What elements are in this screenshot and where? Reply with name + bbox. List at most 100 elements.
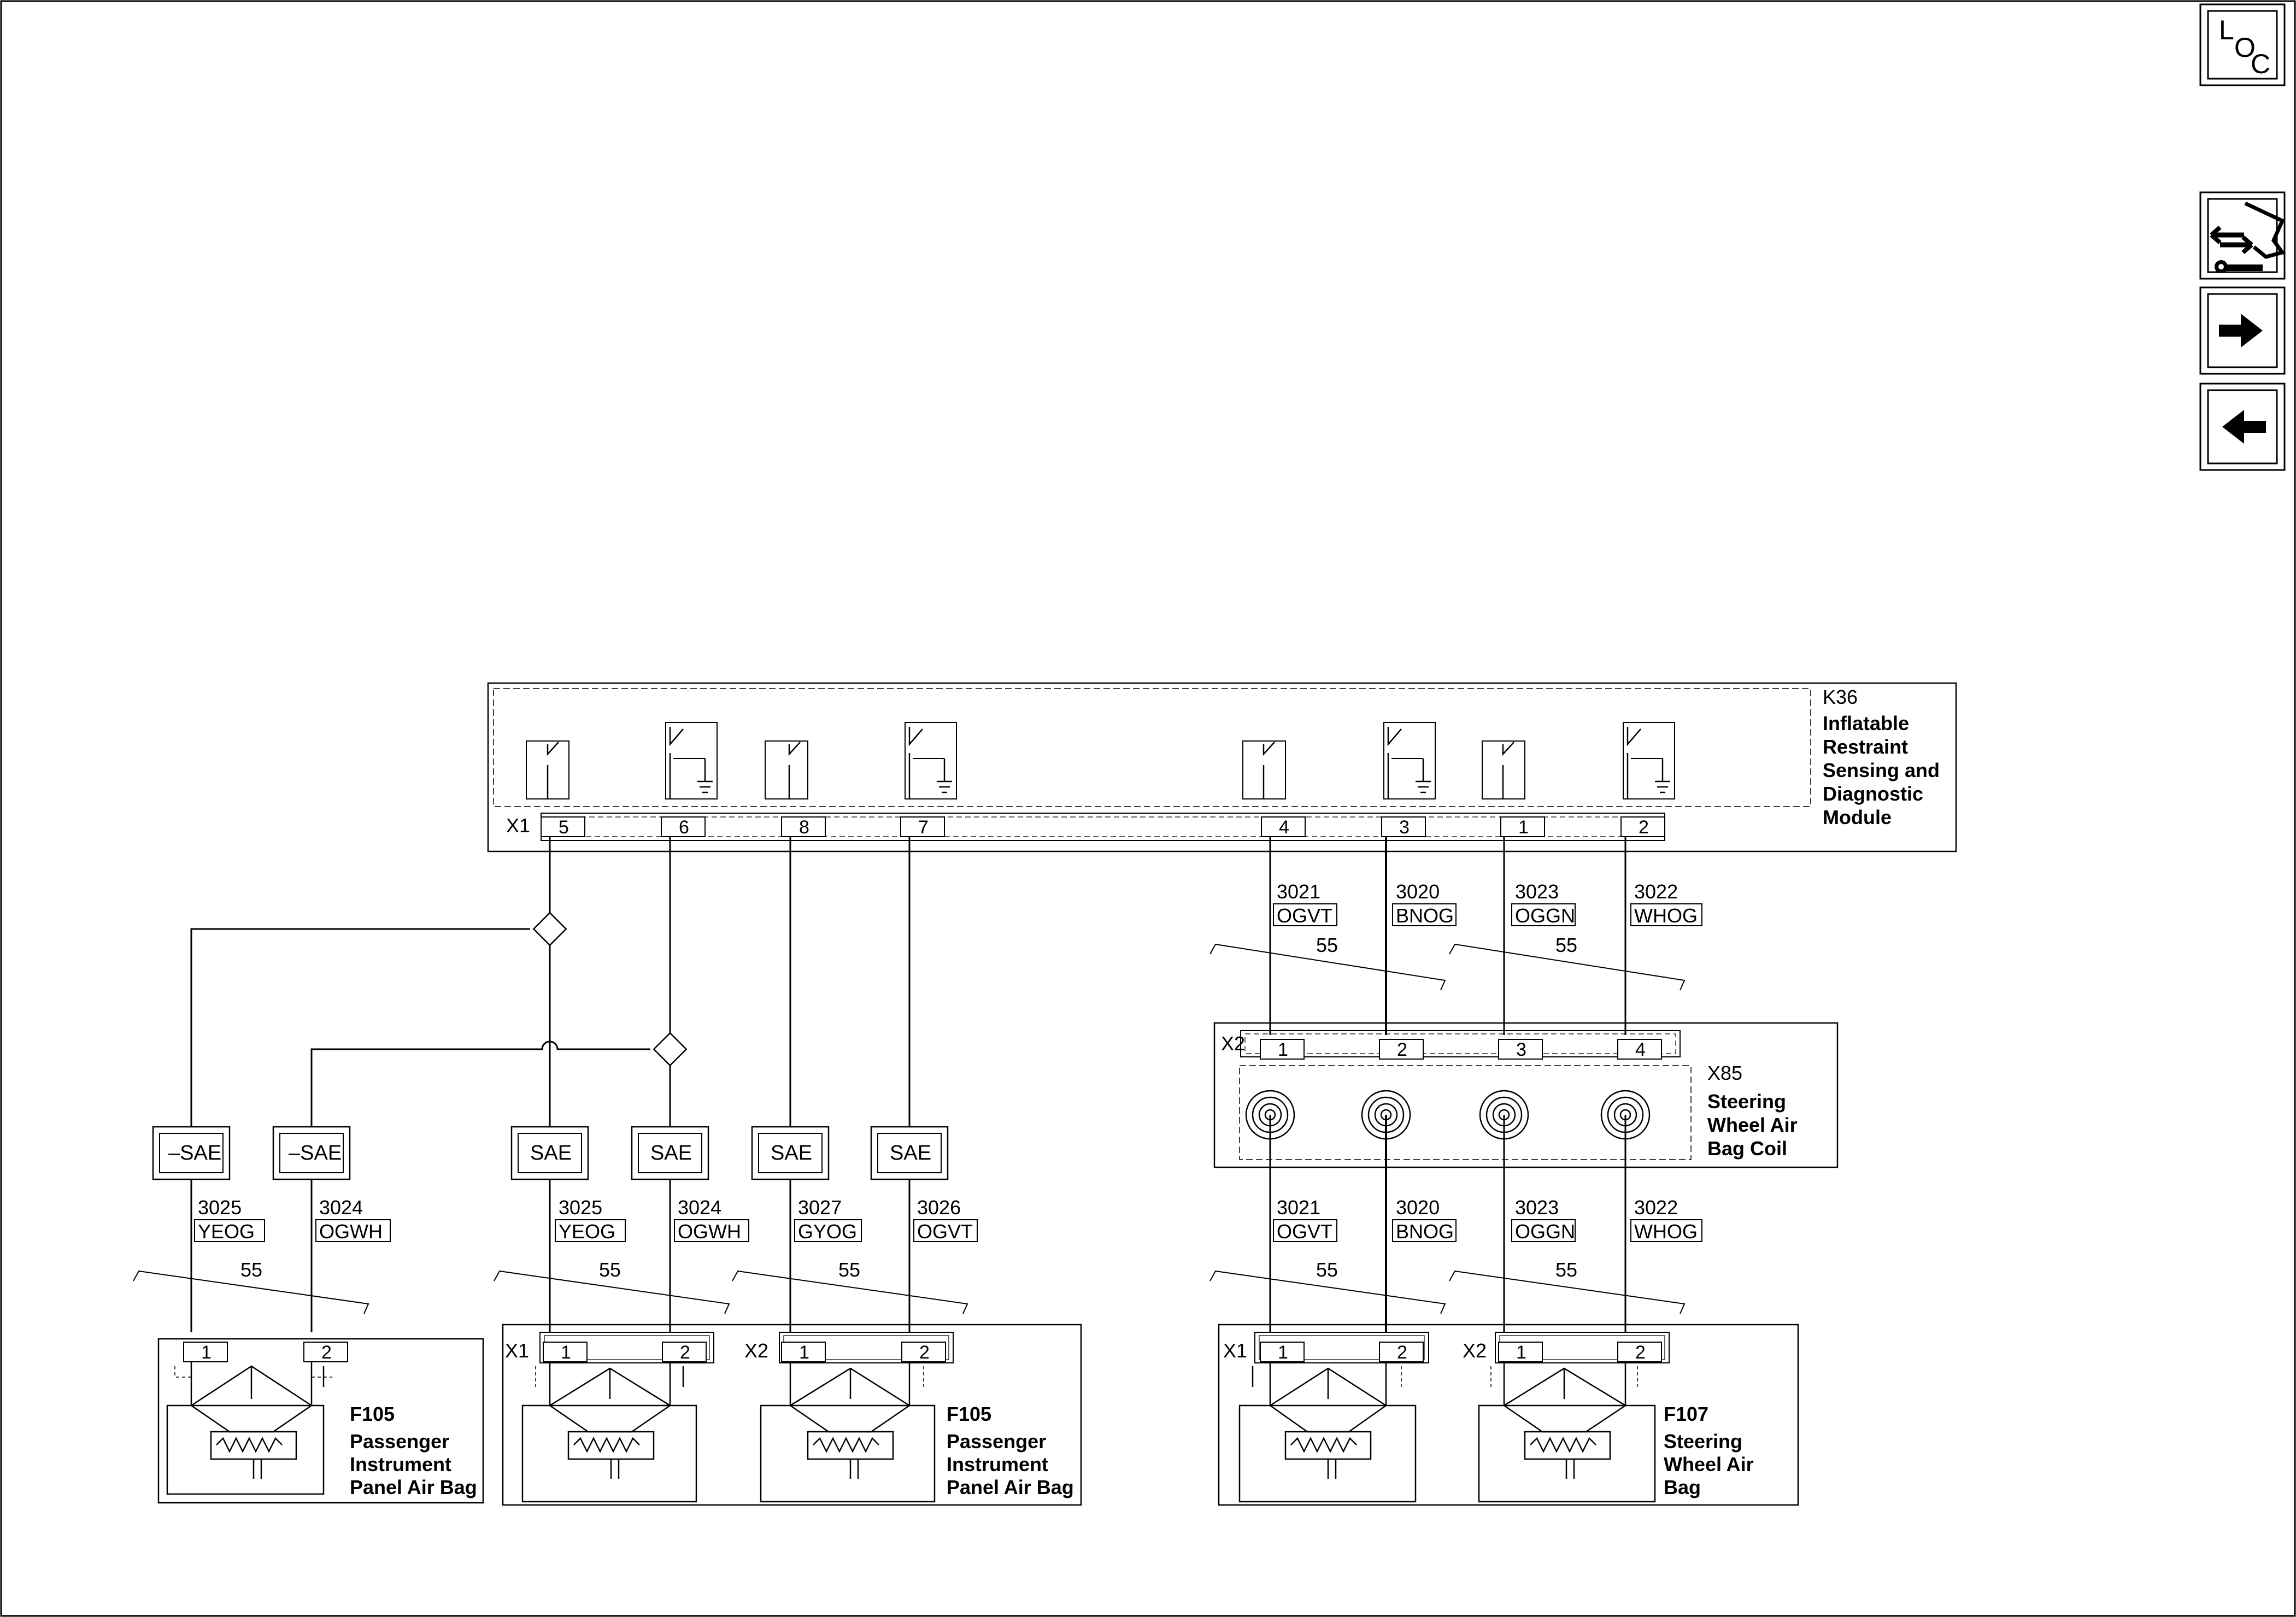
wire-color: WHOG — [1634, 904, 1698, 927]
sae-block: SAE — [631, 1126, 709, 1180]
svg-text:2: 2 — [1639, 817, 1649, 838]
sae-blocks: –SAE –SAE SAE SAE SAE SAE — [152, 1126, 949, 1180]
svg-text:4: 4 — [1635, 1039, 1646, 1060]
svg-text:3: 3 — [1516, 1039, 1526, 1060]
arrow-left-icon — [2222, 410, 2266, 444]
k36-switch-pin-1 — [1482, 740, 1525, 799]
bottom-wire-labels: 3025 YEOG 3024 OGWH 3025 YEOG 3024 OGWH … — [133, 1196, 1702, 1314]
component-view-button[interactable] — [2199, 191, 2286, 280]
airbag-squib-icon — [760, 1363, 936, 1503]
svg-text:4: 4 — [1279, 817, 1289, 838]
k36-switch-pin-2 — [1623, 722, 1675, 799]
f107-steering-wheel-airbag: X1 X2 1 2 1 2 F107 Steering Wheel Air Ba… — [1218, 1324, 1799, 1506]
x85-name-line-2: Wheel Air — [1707, 1114, 1798, 1136]
x85-name-line-3: Bag Coil — [1707, 1137, 1787, 1160]
wire-circuit: 3024 — [319, 1196, 363, 1219]
k36-switch-pin-7 — [905, 722, 957, 799]
k36-name-line-4: Diagnostic — [1823, 783, 1923, 805]
wire-color: YEOG — [559, 1220, 615, 1243]
wire-circuit: 3022 — [1634, 880, 1678, 903]
f107-pin: 2 — [1617, 1342, 1662, 1363]
wire-circuit: 3025 — [198, 1196, 242, 1219]
svg-text:5: 5 — [559, 817, 569, 838]
x85-coil-assembly: X2 X85 Steering Wheel Air Bag Coil 1 2 3… — [1213, 1022, 1839, 1168]
f105-id: F105 — [947, 1403, 991, 1425]
previous-page-button[interactable] — [2199, 383, 2286, 471]
wire-circuit: 3024 — [678, 1196, 721, 1219]
wire-circuit: 3022 — [1634, 1196, 1678, 1219]
svg-text:2: 2 — [1397, 1039, 1407, 1060]
svg-text:1: 1 — [561, 1342, 571, 1363]
wire-color: BNOG — [1396, 1220, 1454, 1243]
k36-name-line-1: Inflatable — [1823, 712, 1909, 734]
svg-text:2: 2 — [919, 1342, 930, 1363]
k36-switch-pin-4 — [1242, 740, 1286, 799]
k36-pin: 1 — [1500, 816, 1545, 838]
wire-circuit: 3023 — [1515, 1196, 1559, 1219]
k36-pin: 8 — [781, 816, 826, 838]
k36-name-line-2: Restraint — [1823, 736, 1908, 758]
wire-circuit: 3021 — [1277, 1196, 1320, 1219]
k36-switch-pin-6 — [665, 722, 718, 799]
svg-text:2: 2 — [1635, 1342, 1646, 1363]
svg-text:SAE: SAE — [771, 1142, 812, 1165]
loc-button[interactable]: L O C — [2199, 3, 2286, 86]
svg-text:2: 2 — [680, 1342, 690, 1363]
wire-color: OGWH — [678, 1220, 741, 1243]
f105-name-line-3: Panel Air Bag — [947, 1476, 1074, 1498]
wire-circuit: 3025 — [559, 1196, 602, 1219]
svg-text:1: 1 — [1278, 1342, 1288, 1363]
wire-color: OGVT — [1277, 904, 1332, 927]
wire-color: WHOG — [1634, 1220, 1698, 1243]
f107-connector-x1: X1 — [1223, 1339, 1247, 1362]
svg-text:2: 2 — [1397, 1342, 1407, 1363]
x85-id: X85 — [1707, 1062, 1742, 1084]
wire-circuit: 3023 — [1515, 880, 1559, 903]
svg-text:1: 1 — [201, 1342, 212, 1363]
k36-switch-pin-8 — [765, 740, 808, 799]
airbag-squib-icon — [1478, 1363, 1656, 1503]
f107-connector-x2: X2 — [1463, 1339, 1487, 1362]
f105-connector-x2: X2 — [744, 1339, 768, 1362]
x85-pin: 2 — [1379, 1039, 1424, 1060]
f105-pin: 2 — [901, 1342, 946, 1363]
f105-airbag-left: 1 2 F105 Passenger Instrument Panel Air … — [157, 1338, 484, 1504]
svg-text:1: 1 — [1278, 1039, 1288, 1060]
loc-letter-o: O — [2234, 32, 2256, 63]
wire-circuit: 3026 — [917, 1196, 961, 1219]
f105-pin: 2 — [303, 1342, 348, 1363]
splice-number: 55 — [838, 1259, 860, 1281]
k36-pin: 3 — [1381, 816, 1426, 838]
f105-name-line-1: Passenger — [350, 1430, 449, 1453]
k36-pin: 4 — [1261, 816, 1306, 838]
airbag-squib-icon — [166, 1362, 325, 1495]
splice-number: 55 — [1555, 934, 1577, 956]
f105-name-line-1: Passenger — [947, 1430, 1046, 1453]
f107-name-line-3: Bag — [1664, 1476, 1701, 1498]
wire-color: BNOG — [1396, 904, 1454, 927]
f105-pin: 2 — [662, 1342, 707, 1363]
splice-number: 55 — [1316, 1259, 1338, 1281]
f105-name-line-2: Instrument — [947, 1453, 1048, 1475]
f107-pin: 1 — [1498, 1342, 1543, 1363]
wire-color: OGWH — [319, 1220, 383, 1243]
k36-pin: 5 — [541, 816, 585, 838]
svg-text:8: 8 — [799, 817, 809, 838]
airbag-squib-icon — [521, 1363, 697, 1503]
wire-color: GYOG — [798, 1220, 857, 1243]
splice-diamond — [532, 912, 567, 946]
wire-color: OGVT — [917, 1220, 973, 1243]
coil-spiral-icon — [1600, 1090, 1651, 1140]
f105-pin: 1 — [183, 1342, 228, 1363]
next-page-button[interactable] — [2199, 286, 2286, 375]
wire-circuit: 3020 — [1396, 1196, 1440, 1219]
k36-name-line-3: Sensing and — [1823, 759, 1940, 781]
coil-spiral-icon — [1245, 1090, 1295, 1140]
svg-text:6: 6 — [679, 817, 689, 838]
f105-airbag-center: X1 X2 1 2 1 2 F105 Passenger Instrument … — [502, 1324, 1082, 1506]
wires — [190, 837, 1626, 1332]
f105-pin: 1 — [781, 1342, 826, 1363]
svg-text:1: 1 — [1518, 817, 1529, 838]
top-wire-labels: 3021 OGVT 3020 BNOG 3023 OGGN 3022 WHOG … — [1209, 880, 1702, 991]
